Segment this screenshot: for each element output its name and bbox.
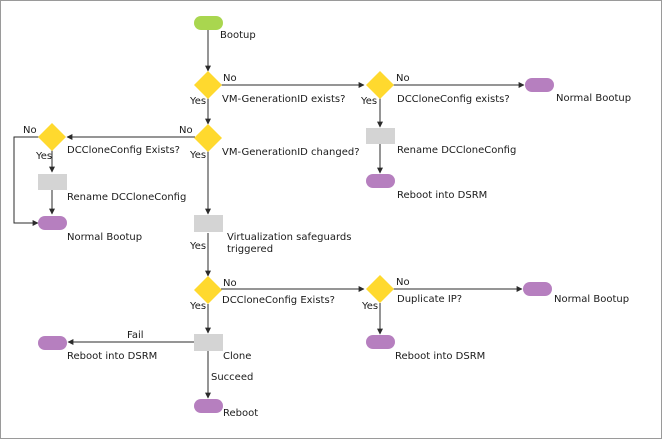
terminal-shape bbox=[38, 216, 67, 230]
terminal-reboot-dsrm-right: Reboot into DSRM bbox=[366, 174, 487, 201]
process-rename-right: Rename DCCloneConfig bbox=[366, 128, 516, 156]
decision-duplicate-ip-label: Duplicate IP? bbox=[397, 294, 462, 305]
decision-duplicate-ip: Duplicate IP? No Yes bbox=[361, 275, 462, 312]
decision-dcclone-exists-mid: DCCloneConfig Exists? No Yes bbox=[189, 276, 335, 312]
terminal-normal-bootup-top-label: Normal Bootup bbox=[556, 93, 631, 104]
decision-shape bbox=[194, 276, 222, 304]
terminal-normal-bootup-left-label: Normal Bootup bbox=[67, 232, 142, 243]
process-shape bbox=[194, 334, 223, 351]
decision-dcclone-exists-top-label: DCCloneConfig exists? bbox=[397, 94, 510, 105]
edge-label-yes: Yes bbox=[361, 301, 378, 312]
edge-label-succeed: Succeed bbox=[211, 372, 253, 383]
start-node: Bootup bbox=[194, 16, 256, 41]
terminal-normal-bootup-mid: Normal Bootup bbox=[523, 282, 629, 305]
terminal-reboot-dsrm-left: Reboot into DSRM bbox=[38, 336, 157, 362]
decision-dcclone-exists-left: DCCloneConfig Exists? No Yes bbox=[23, 123, 180, 162]
process-safeguards-label-line1: Virtualization safeguards bbox=[227, 232, 351, 243]
decision-vmgen-changed-label: VM-GenerationID changed? bbox=[222, 147, 360, 158]
edge-label-no: No bbox=[223, 73, 237, 84]
process-safeguards: Virtualization safeguards triggered Yes bbox=[189, 215, 355, 255]
decision-shape bbox=[194, 71, 222, 99]
edge-label-yes: Yes bbox=[189, 301, 206, 312]
start-label: Bootup bbox=[220, 30, 256, 41]
edge-label-yes: Yes bbox=[189, 241, 206, 252]
terminal-reboot-label: Reboot bbox=[223, 408, 258, 419]
edge-label-no: No bbox=[396, 277, 410, 288]
process-rename-left: Rename DCCloneConfig bbox=[38, 174, 186, 203]
edge-label-yes: Yes bbox=[189, 96, 206, 107]
terminal-normal-bootup-mid-label: Normal Bootup bbox=[554, 294, 629, 305]
terminal-reboot: Reboot bbox=[194, 399, 258, 419]
edge-label-no: No bbox=[23, 125, 37, 136]
process-shape bbox=[194, 215, 223, 232]
process-clone: Clone Fail Succeed bbox=[127, 330, 253, 383]
terminal-shape bbox=[525, 78, 554, 92]
edge-label-yes: Yes bbox=[189, 150, 206, 161]
process-safeguards-label-line2: triggered bbox=[227, 244, 273, 255]
terminal-reboot-dsrm-left-label: Reboot into DSRM bbox=[67, 351, 157, 362]
terminal-shape bbox=[366, 174, 395, 188]
decision-shape bbox=[366, 275, 394, 303]
edge-label-no: No bbox=[179, 125, 193, 136]
terminal-normal-bootup-top: Normal Bootup bbox=[525, 78, 631, 104]
edge-label-yes: Yes bbox=[35, 151, 52, 162]
decision-vmgen-exists: VM-GenerationID exists? No Yes bbox=[189, 71, 345, 107]
process-shape bbox=[366, 128, 395, 144]
terminal-reboot-dsrm-mid: Reboot into DSRM bbox=[366, 335, 485, 362]
decision-dcclone-exists-mid-label: DCCloneConfig Exists? bbox=[222, 295, 335, 306]
edge-label-yes: Yes bbox=[360, 96, 377, 107]
edge-label-no: No bbox=[223, 278, 237, 289]
decision-shape bbox=[38, 123, 66, 151]
process-rename-left-label: Rename DCCloneConfig bbox=[67, 192, 186, 203]
process-clone-label: Clone bbox=[223, 351, 251, 362]
terminal-shape bbox=[366, 335, 395, 349]
decision-dcclone-exists-top: DCCloneConfig exists? No Yes bbox=[360, 71, 510, 107]
edge-label-no: No bbox=[396, 73, 410, 84]
terminal-shape bbox=[523, 282, 552, 296]
edge-label-fail: Fail bbox=[127, 330, 144, 341]
terminal-shape bbox=[194, 399, 223, 413]
decision-vmgen-changed: VM-GenerationID changed? No Yes bbox=[179, 124, 360, 161]
terminal-shape bbox=[38, 336, 67, 350]
terminal-reboot-dsrm-right-label: Reboot into DSRM bbox=[397, 190, 487, 201]
decision-shape bbox=[194, 124, 222, 152]
decision-dcclone-exists-left-label: DCCloneConfig Exists? bbox=[67, 145, 180, 156]
decision-vmgen-exists-label: VM-GenerationID exists? bbox=[222, 94, 345, 105]
decision-shape bbox=[366, 71, 394, 99]
process-shape bbox=[38, 174, 67, 190]
process-rename-right-label: Rename DCCloneConfig bbox=[397, 145, 516, 156]
edge-dcclone-left-no-to-normal bbox=[13, 136, 39, 226]
start-shape bbox=[194, 16, 223, 30]
terminal-reboot-dsrm-mid-label: Reboot into DSRM bbox=[395, 351, 485, 362]
process-safeguards-label: Virtualization safeguards triggered bbox=[227, 232, 355, 255]
terminal-normal-bootup-left: Normal Bootup bbox=[38, 216, 142, 243]
